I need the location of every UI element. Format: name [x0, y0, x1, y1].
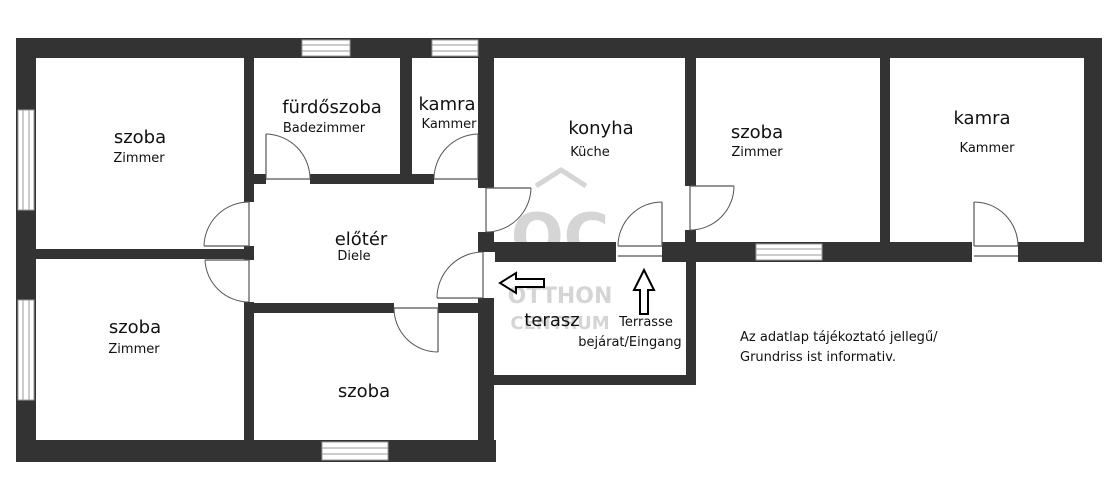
- window-bathroom: [301, 39, 351, 57]
- door-room-sw: [204, 259, 255, 303]
- wall-hall-top: [250, 174, 486, 184]
- wall-room-pantry: [880, 58, 890, 244]
- entrance-arrow-left-icon: [498, 271, 545, 295]
- wall-room-divider: [36, 249, 250, 259]
- door-pantry-small: [433, 133, 479, 185]
- wall-terrace-right: [686, 262, 696, 385]
- label-room-ne-de: Zimmer: [731, 145, 783, 160]
- note-line1: Az adatlap tájékoztató jellegű/: [740, 330, 938, 345]
- note-line2: Grundriss ist informativ.: [740, 350, 896, 365]
- doors: [203, 133, 1019, 353]
- watermark-line1: OTTHON: [508, 284, 613, 309]
- label-hall-de: Diele: [337, 249, 370, 264]
- label-room-s-hu: szoba: [338, 381, 390, 402]
- window-room-ne: [755, 243, 823, 261]
- door-kitchen-terrace: [616, 201, 663, 263]
- label-room-sw-de: Zimmer: [108, 342, 160, 357]
- label-kitchen-de: Küche: [570, 145, 610, 160]
- label-bathroom-de: Badezimmer: [283, 121, 366, 136]
- wall-top: [16, 38, 1102, 58]
- window-room-s: [321, 441, 389, 461]
- label-room-ne-hu: szoba: [731, 122, 783, 143]
- label-terrace-entrance: bejárat/Eingang: [578, 335, 681, 350]
- label-terrace-hu: terasz: [524, 310, 579, 331]
- wall-east-core: [478, 38, 494, 462]
- label-hall-hu: előtér: [335, 229, 388, 250]
- watermark-logo: OC: [511, 200, 609, 273]
- window-room-sw: [17, 299, 35, 401]
- door-room-nw: [203, 201, 255, 247]
- label-pantry-small-hu: kamra: [418, 94, 475, 115]
- watermark-roof-icon: [534, 167, 588, 189]
- label-kitchen-hu: konyha: [568, 118, 633, 139]
- label-bathroom-hu: fürdőszoba: [282, 97, 382, 118]
- label-room-nw-hu: szoba: [114, 127, 166, 148]
- watermark-line2: CENTRUM: [510, 313, 609, 334]
- window-pantry: [431, 39, 479, 57]
- label-pantry-large-de: Kammer: [960, 141, 1016, 156]
- label-pantry-large-hu: kamra: [953, 108, 1010, 129]
- door-kitchen-west: [477, 187, 532, 233]
- label-pantry-small-de: Kammer: [422, 117, 478, 132]
- wall-terrace-bottom: [494, 375, 696, 385]
- label-room-nw-de: Zimmer: [113, 151, 165, 166]
- wall-hall-bottom: [250, 303, 486, 313]
- wall-kitchen-room: [685, 58, 696, 244]
- label-terrace-de: Terrasse: [618, 315, 673, 330]
- door-room-ne: [684, 185, 735, 231]
- wall-bath-pantry: [400, 58, 412, 184]
- door-room-s: [393, 302, 439, 353]
- walls: [16, 38, 1102, 462]
- wall-right: [1084, 38, 1102, 262]
- wall-bottom-west: [16, 440, 496, 462]
- label-room-sw-hu: szoba: [109, 317, 161, 338]
- door-pantry-large: [972, 201, 1019, 263]
- disclaimer-note: Az adatlap tájékoztató jellegű/ Grundris…: [740, 330, 938, 365]
- entrance-arrow-up-icon: [632, 267, 656, 315]
- window-room-nw: [17, 109, 35, 211]
- room-labels: szoba Zimmer fürdőszoba Badezimmer kamra…: [108, 94, 1015, 402]
- windows: [17, 39, 823, 461]
- door-bathroom: [265, 133, 311, 185]
- door-entrance: [436, 251, 495, 299]
